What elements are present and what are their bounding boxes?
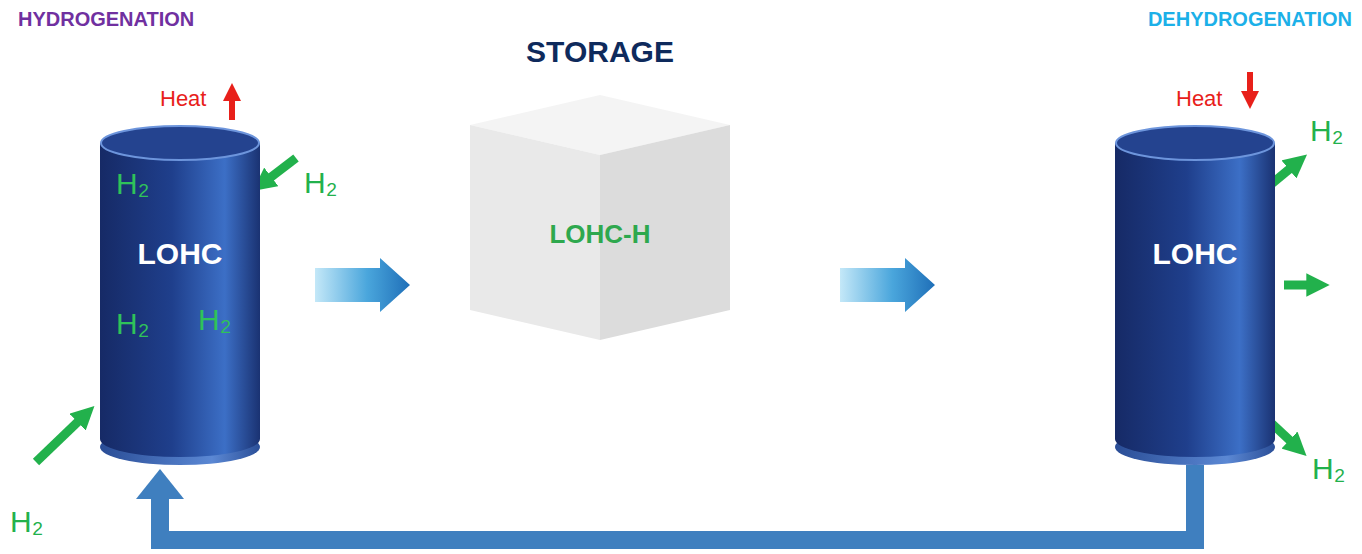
carrier-label: LOHC (1115, 237, 1275, 272)
cube-shape (470, 95, 730, 340)
heat-in-arrow (1247, 72, 1253, 100)
hydrogen-label: H₂ (1310, 114, 1343, 149)
storage-cube: LOHC-HSTORAGE (470, 95, 730, 340)
section-heading: STORAGE (470, 35, 730, 70)
heat-label: Heat (1176, 86, 1222, 111)
heat-out-arrow (229, 92, 235, 120)
heat-label: Heat (160, 86, 206, 111)
hydrogen-label: H₂ (1312, 452, 1345, 487)
carrier-label: LOHC (100, 237, 260, 272)
arrow-head (136, 469, 184, 499)
hydrogen-label: H₂ (116, 307, 149, 342)
hydrogen-in-arrow (36, 414, 86, 462)
hydrogen-label: H₂ (304, 166, 337, 201)
cylinder-shape (1115, 125, 1275, 465)
arrow-body (160, 465, 1195, 540)
hydrogen-label: H₂ (10, 505, 43, 540)
arrow-body (840, 258, 935, 312)
arrow-body (315, 258, 410, 312)
hydrogenation-reactor: H₂ LOHC H₂ H₂ (100, 125, 260, 465)
carrier-label: LOHC-H (549, 220, 650, 250)
hydrogen-out-arrow (1284, 281, 1318, 290)
return-arrow (136, 465, 1195, 540)
dehydrogenation-reactor: LOHC (1115, 125, 1275, 465)
hydrogen-label: H₂ (198, 303, 231, 338)
flow-arrow (315, 258, 410, 312)
hydrogen-in-arrow (262, 158, 296, 184)
hydrogen-label: H₂ (116, 167, 149, 202)
flow-arrow (840, 258, 935, 312)
section-heading: DEHYDROGENATION (1148, 8, 1352, 31)
section-heading: HYDROGENATION (18, 8, 194, 31)
